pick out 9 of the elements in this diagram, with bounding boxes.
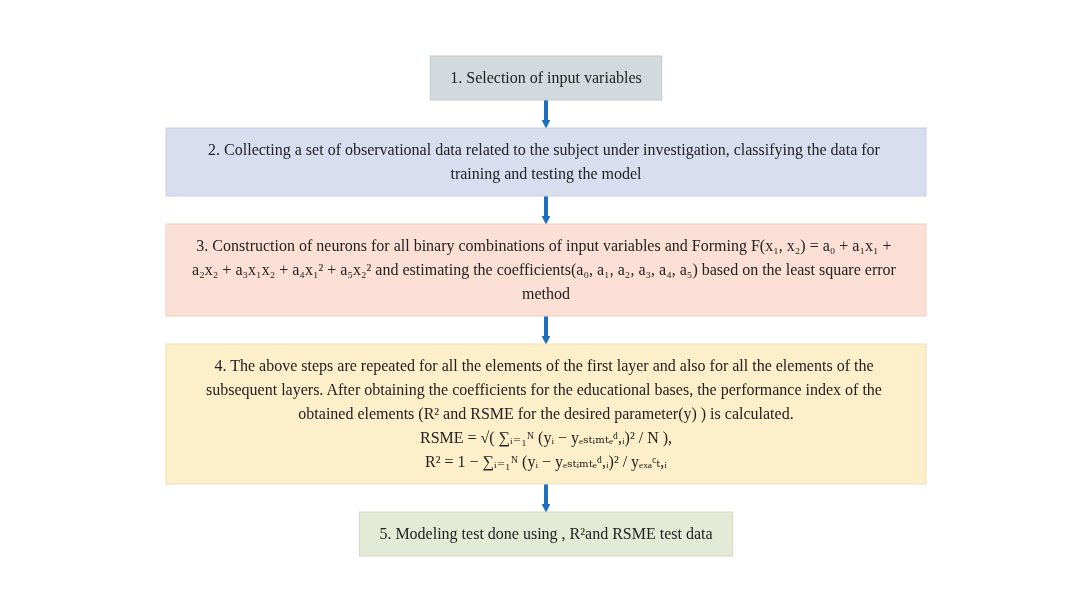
arrow xyxy=(541,195,551,224)
node-box: 3. Construction of neurons for all binary combinations of input variables and Forming F(x₁, x₂) = a₀ + a₁x₁ + a₂x₂ + a₃x₁x₂ + a₄x₁² + a₅x₂² and estimating the coefficients(a₀, a₁, a₂, a₃, a₄, a₅) based on the least square error method xyxy=(165,223,927,316)
arrow xyxy=(541,483,551,512)
node-box: 1. Selection of input variables xyxy=(429,55,663,100)
node-box: 4. The above steps are repeated for all the elements of the first layer and also for all the elements of the subsequent layers. After obtaining the coefficients for the educational bases, the performance index of the obtained elements (R² and RSME for the desired parameter(y) ) is calculated. RSME = √( ∑ᵢ₌₁ᴺ (yᵢ − yₑₛₜᵢₘₜₑᵈ,ᵢ)² / N ), R² = 1 − ∑ᵢ₌₁ᴺ (yᵢ − yₑₛₜᵢₘₜₑᵈ,ᵢ)² / yₑₓₐᶜₜ,ᵢ xyxy=(165,343,927,484)
arrow xyxy=(541,315,551,344)
arrow xyxy=(541,99,551,128)
node-box: 2. Collecting a set of observational data related to the subject under investigation, classifying the data for training and testing the model xyxy=(165,127,927,196)
node-box: 5. Modeling test done using , R²and RSME test data xyxy=(358,511,734,556)
